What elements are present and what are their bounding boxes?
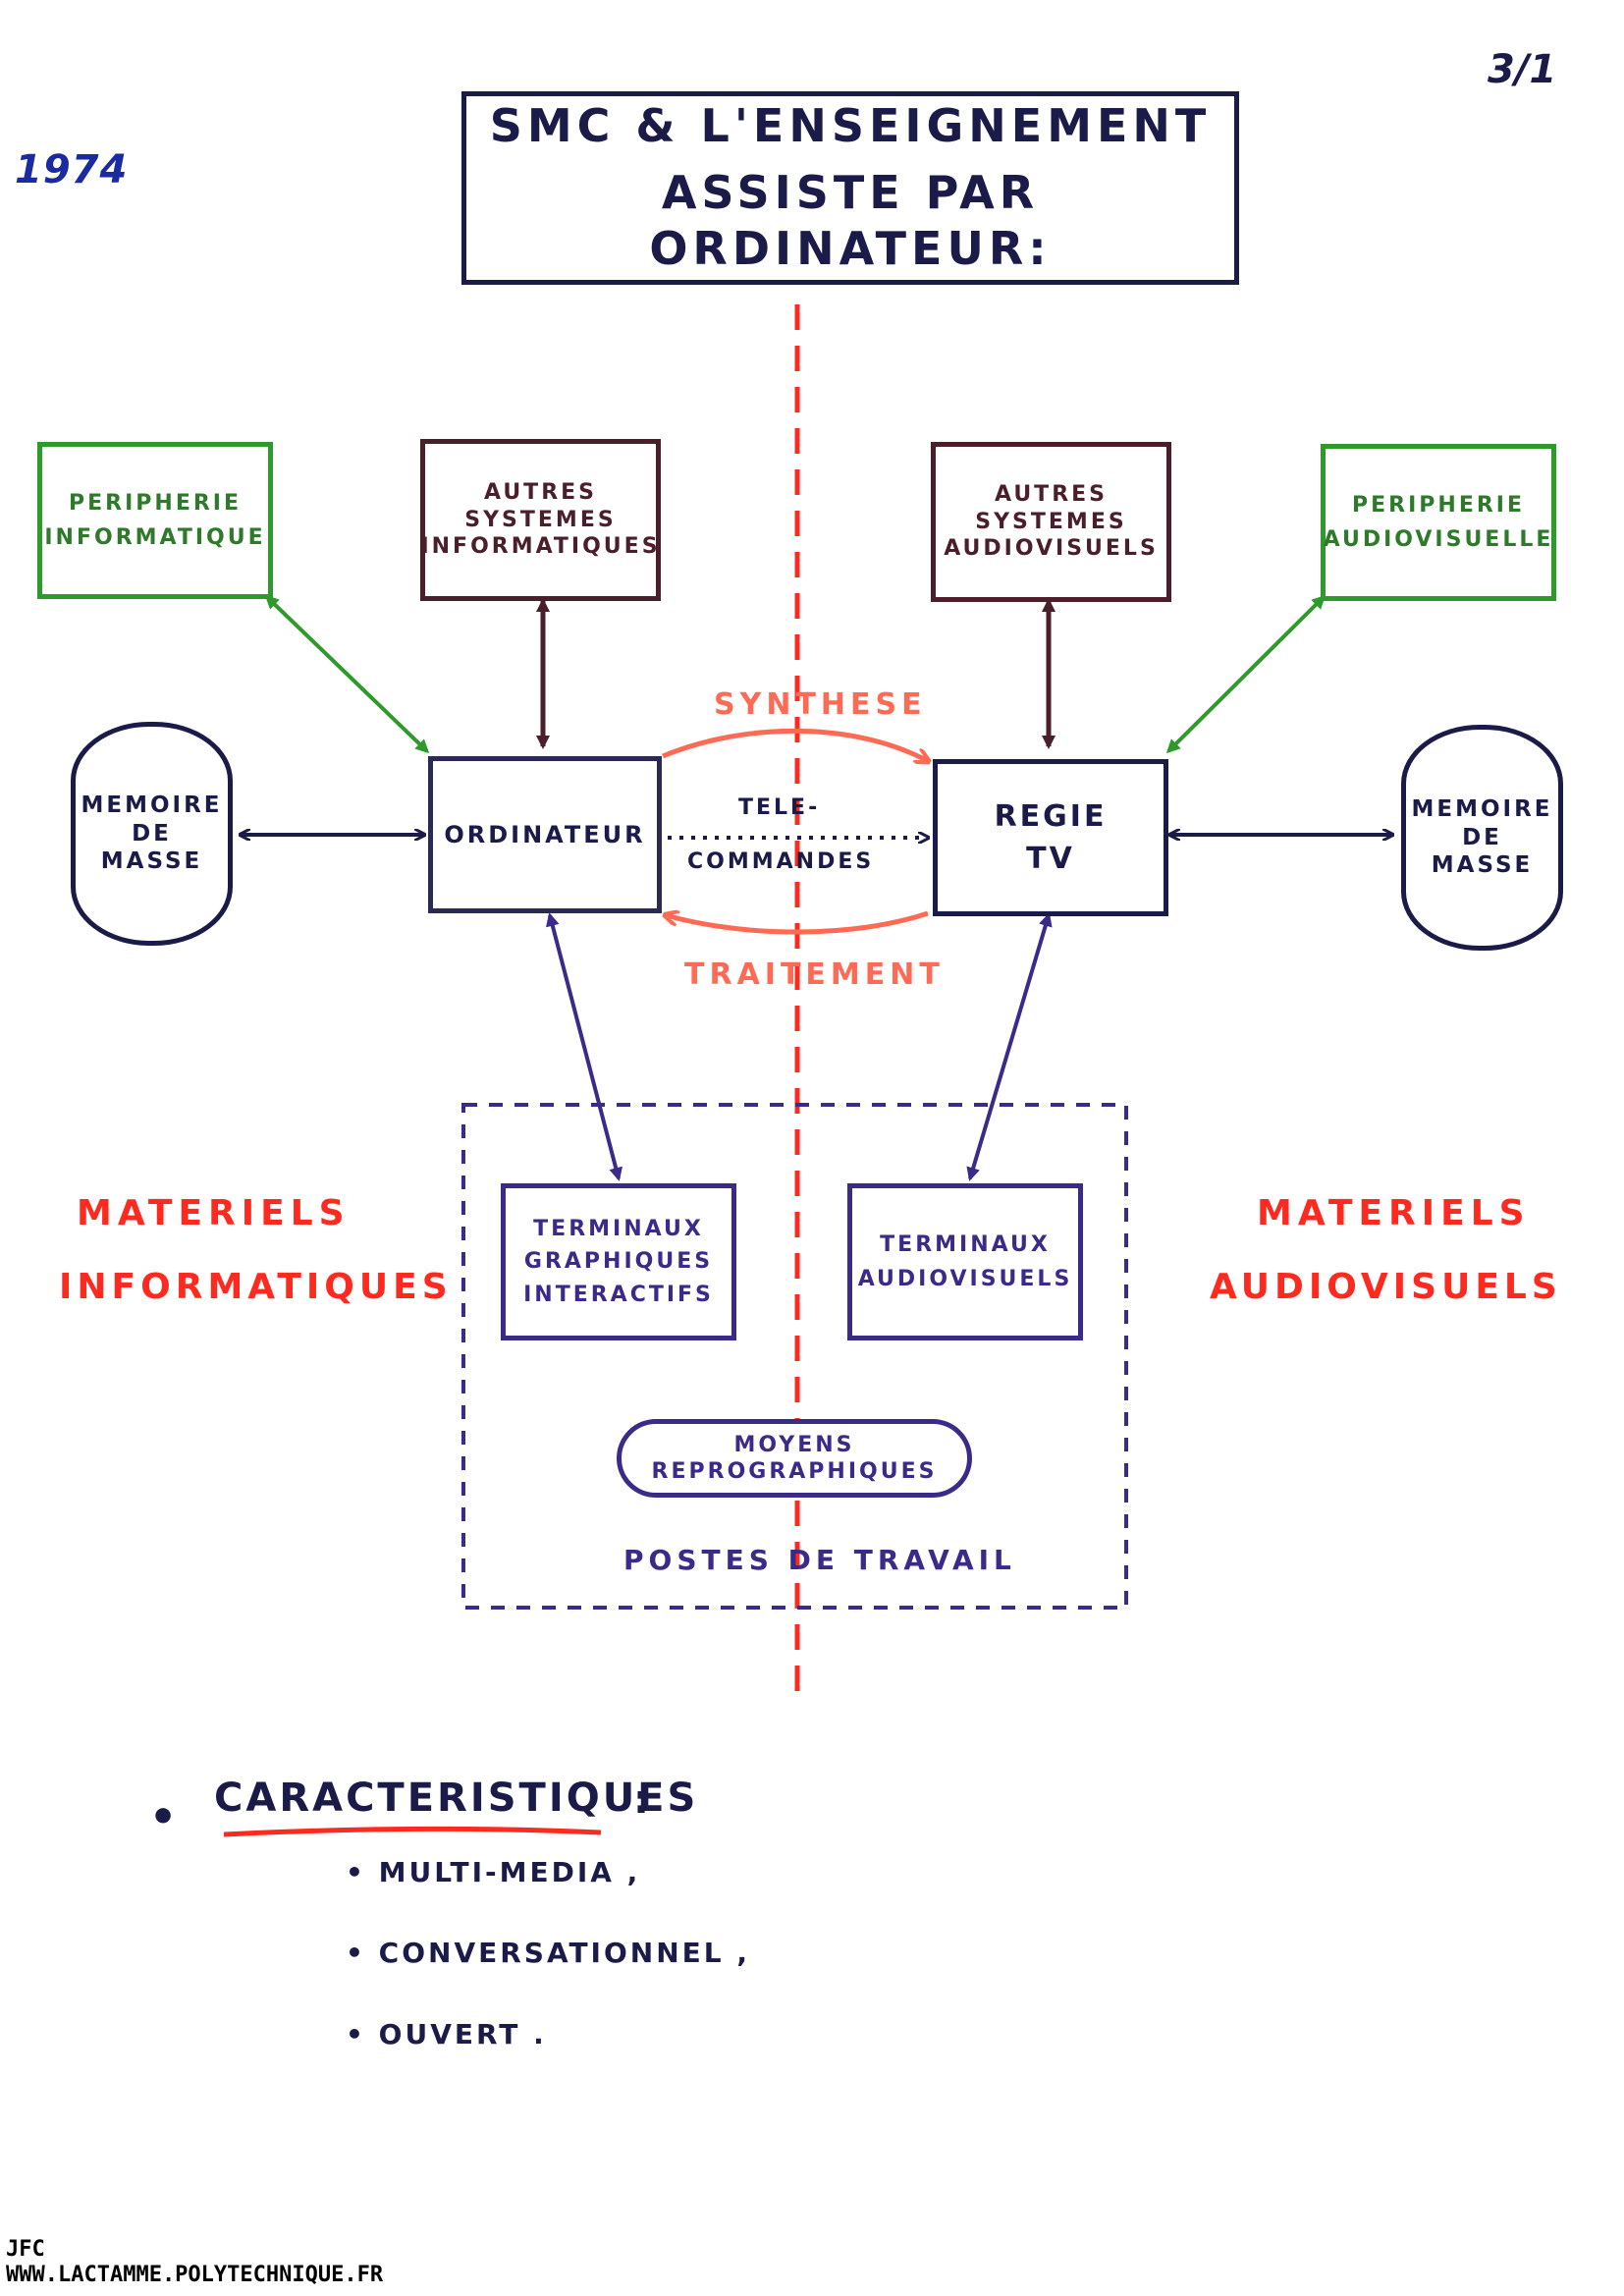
item-text: MULTI-MEDIA , [378, 1856, 641, 1888]
materiels-informatiques-line1: MATERIELS [77, 1193, 351, 1233]
box-label: INFORMATIQUE [44, 525, 266, 550]
postes-de-travail-frame [461, 1103, 1128, 1610]
box-label: AUTRES [994, 482, 1109, 508]
box-label: MASSE [100, 848, 203, 875]
autres-systemes-audiovisuels-box: AUTRES SYSTEMES AUDIOVISUELS [931, 442, 1171, 602]
box-label: INTERACTIFS [523, 1282, 714, 1307]
arrow-traitement [666, 913, 929, 935]
box-label: MEMOIRE [1411, 795, 1553, 822]
box-label: TERMINAUX [533, 1216, 704, 1241]
item-text: CONVERSATIONNEL , [378, 1937, 751, 1969]
peripherie-audiovisuelle-box: PERIPHERIE AUDIOVISUELLE [1321, 444, 1556, 601]
title-line1: SMC & L'ENSEIGNEMENT [489, 99, 1212, 153]
box-label: GRAPHIQUES [523, 1249, 714, 1275]
box-label: ORDINATEUR [444, 821, 646, 848]
box-label: PERIPHERIE [69, 490, 242, 516]
box-label: AUDIOVISUELS [857, 1267, 1073, 1291]
caracteristiques-bullet: • [149, 1792, 181, 1842]
page-number: 3/1 [1488, 47, 1557, 92]
characteristic-item: • MULTI-MEDIA , [346, 1856, 640, 1888]
box-label: TV [1026, 842, 1075, 876]
item-bullet: • [346, 2018, 379, 2050]
terminaux-audiovisuels-box: TERMINAUX AUDIOVISUELS [847, 1183, 1083, 1340]
box-label: AUTRES [483, 480, 598, 506]
box-label: MASSE [1431, 852, 1534, 879]
arrow-peripherie-info-ordinateur [264, 594, 430, 754]
arrow-synthese [662, 728, 928, 761]
synthese-label: SYNTHESE [714, 687, 927, 722]
box-label: MEMOIRE [81, 792, 223, 818]
memoire-de-masse-left: MEMOIRE DE MASSE [71, 722, 233, 946]
box-label: SYSTEMES [464, 507, 617, 532]
materiels-informatiques-line2: INFORMATIQUES [59, 1267, 453, 1307]
telecommandes-label-1: TELE- [738, 795, 821, 820]
caracteristiques-colon: : [633, 1777, 652, 1823]
caracteristiques-underline [223, 1826, 602, 1837]
box-label: REGIE [994, 798, 1108, 834]
arrow-ordinateur-terminaux-graph [546, 912, 623, 1181]
title-box: SMC & L'ENSEIGNEMENT ASSISTE PAR ORDINAT… [461, 91, 1239, 285]
box-label: PERIPHERIE [1352, 492, 1525, 518]
box-label: DE [1462, 824, 1502, 850]
telecommandes-label-2: COMMANDES [687, 849, 875, 874]
item-bullet: • [346, 1856, 379, 1888]
moyens-reprographiques-pill: MOYENS REPROGRAPHIQUES [617, 1419, 972, 1498]
peripherie-informatique-box: PERIPHERIE INFORMATIQUE [37, 442, 273, 599]
watermark-url: WWW.LACTAMME.POLYTECHNIQUE.FR [6, 2263, 384, 2287]
caracteristiques-heading: CARACTERISTIQUES [214, 1776, 699, 1821]
autres-systemes-informatiques-box: AUTRES SYSTEMES INFORMATIQUES [420, 439, 661, 601]
ordinateur-box: ORDINATEUR [428, 756, 662, 913]
item-text: OUVERT . [378, 2018, 547, 2050]
box-label: SYSTEMES [975, 509, 1127, 534]
box-label: AUDIOVISUELS [944, 536, 1159, 562]
memoire-de-masse-right: MEMOIRE DE MASSE [1401, 725, 1563, 951]
title-line2: ASSISTE PAR ORDINATEUR: [649, 165, 1052, 276]
arrow-peripherie-av-regie [1165, 594, 1326, 754]
materiels-audiovisuels-line1: MATERIELS [1257, 1193, 1531, 1233]
traitement-label: TRAITEMENT [684, 957, 945, 992]
watermark-initials: JFC [6, 2237, 45, 2262]
materiels-audiovisuels-line2: AUDIOVISUELS [1210, 1267, 1562, 1307]
box-label: TERMINAUX [880, 1231, 1051, 1257]
box-label: MOYENS REPROGRAPHIQUES [651, 1432, 938, 1485]
postes-de-travail-label: POSTES DE TRAVAIL [623, 1544, 1016, 1576]
characteristic-item: • OUVERT . [346, 2018, 547, 2050]
item-bullet: • [346, 1937, 379, 1969]
box-label: DE [132, 820, 172, 847]
box-label: AUDIOVISUELLE [1323, 527, 1554, 552]
arrow-regie-terminaux-av [966, 912, 1053, 1181]
characteristic-item: • CONVERSATIONNEL , [346, 1937, 750, 1969]
terminaux-graphiques-box: TERMINAUX GRAPHIQUES INTERACTIFS [501, 1183, 736, 1340]
year-label: 1974 [15, 147, 129, 192]
regie-tv-box: REGIE TV [933, 759, 1168, 916]
box-label: INFORMATIQUES [420, 534, 661, 560]
